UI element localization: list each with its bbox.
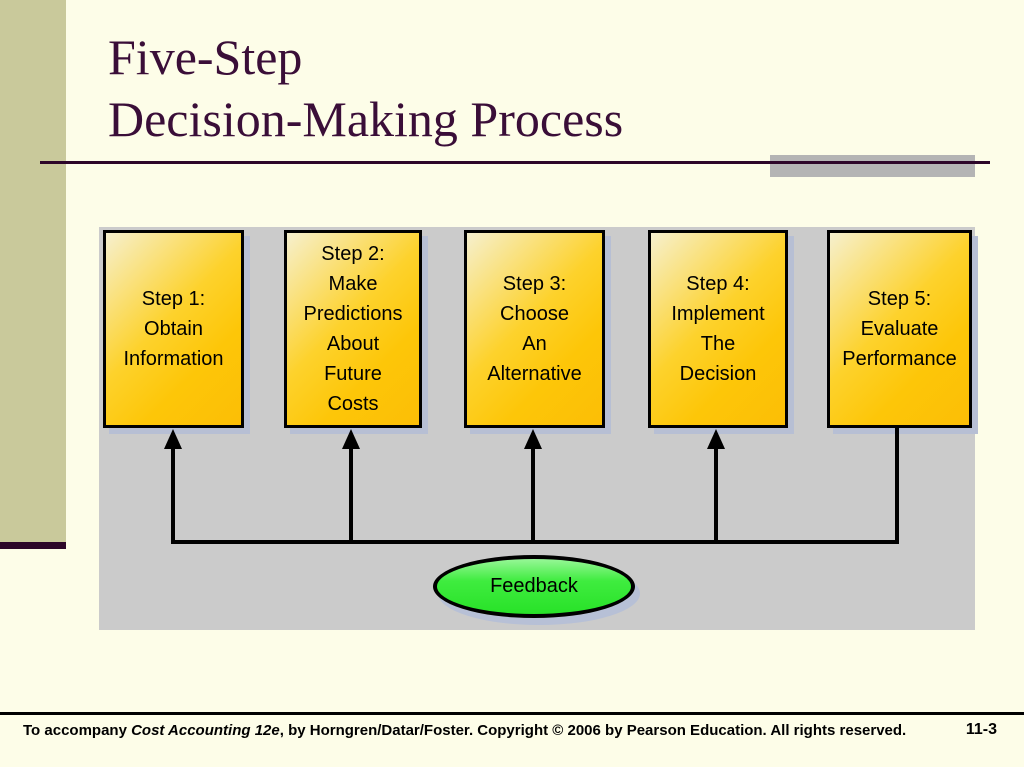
page-number: 11-3 bbox=[965, 721, 997, 738]
left-accent-bar bbox=[0, 0, 66, 542]
arrow-up-icon-step2 bbox=[342, 429, 360, 449]
arrow-up-icon-step4 bbox=[707, 429, 725, 449]
feedback-horizontal-line bbox=[171, 540, 899, 544]
step-box-2: Step 2: Make Predictions About Future Co… bbox=[284, 230, 422, 428]
feedback-ellipse: Feedback bbox=[433, 555, 635, 618]
step-box-1: Step 1: Obtain Information bbox=[103, 230, 244, 428]
footer-book-title: Cost Accounting 12e bbox=[131, 722, 280, 739]
left-accent-cap bbox=[0, 542, 66, 549]
title-accent-rect bbox=[770, 155, 975, 177]
arrow-up-icon-step1 bbox=[164, 429, 182, 449]
step-box-4: Step 4: Implement The Decision bbox=[648, 230, 788, 428]
arrow-shaft-step1 bbox=[171, 446, 175, 544]
footer-divider bbox=[0, 712, 1024, 715]
step5-down-connector bbox=[895, 428, 899, 544]
arrow-shaft-step4 bbox=[714, 446, 718, 544]
footer-prefix: To accompany bbox=[23, 722, 132, 739]
arrow-up-icon-step3 bbox=[524, 429, 542, 449]
page-title: Five-Step Decision-Making Process bbox=[108, 29, 624, 147]
footer-credit: To accompany Cost Accounting 12e, by Hor… bbox=[23, 722, 943, 739]
arrow-shaft-step2 bbox=[349, 446, 353, 544]
step-box-5: Step 5: Evaluate Performance bbox=[827, 230, 972, 428]
step-box-3: Step 3: Choose An Alternative bbox=[464, 230, 605, 428]
title-underline bbox=[40, 161, 990, 164]
arrow-shaft-step3 bbox=[531, 446, 535, 544]
footer-suffix: , by Horngren/Datar/Foster. Copyright © … bbox=[279, 722, 907, 739]
